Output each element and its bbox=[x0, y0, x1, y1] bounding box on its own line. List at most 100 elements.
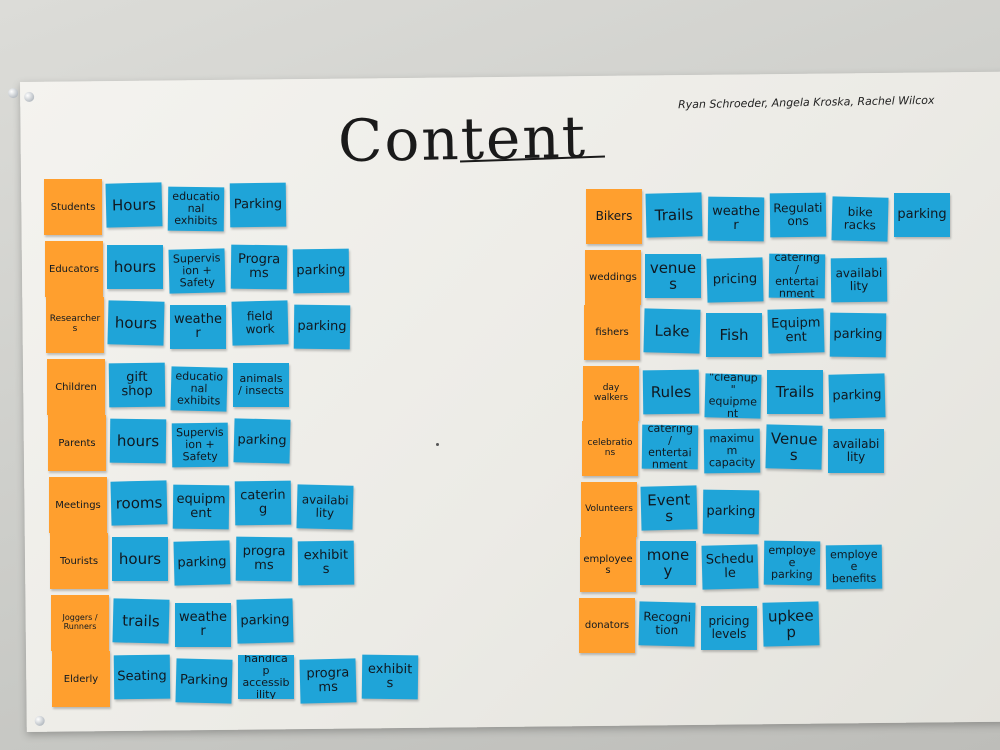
persona-label: celebrations bbox=[587, 437, 633, 458]
content-label: field work bbox=[245, 308, 275, 337]
content-label: Supervision + Safety bbox=[176, 425, 224, 464]
content-label: animals / insects bbox=[238, 371, 284, 397]
content-note: field work bbox=[231, 300, 289, 346]
content-note: pricing bbox=[706, 257, 764, 303]
content-label: Equipment bbox=[771, 315, 821, 346]
content-note: catering / entertainment bbox=[641, 424, 699, 470]
persona-label: donators bbox=[584, 620, 630, 631]
content-note: upkeep bbox=[762, 601, 820, 647]
content-label: money bbox=[646, 545, 690, 580]
content-note: availability bbox=[830, 257, 888, 303]
content-note: trails bbox=[112, 598, 170, 644]
content-note: gift shop bbox=[108, 362, 166, 408]
persona-label: employees bbox=[583, 553, 633, 576]
content-note: Venues bbox=[765, 424, 823, 470]
content-note: parking bbox=[894, 193, 950, 237]
persona-note: day walkers bbox=[583, 366, 639, 421]
content-note: Equipment bbox=[767, 308, 825, 354]
content-label: hours bbox=[118, 549, 162, 568]
content-label: handicap accessibility bbox=[242, 655, 290, 699]
content-note: maximum capacity bbox=[703, 428, 761, 474]
content-label: Parking bbox=[179, 672, 229, 689]
persona-label: day walkers bbox=[593, 382, 629, 403]
content-label: Lake bbox=[654, 321, 690, 341]
content-note: exhibits bbox=[361, 654, 419, 700]
persona-label: Joggers / Runners bbox=[62, 613, 98, 631]
persona-note: Elderly bbox=[52, 651, 110, 707]
content-label: parking bbox=[240, 612, 290, 629]
content-note: Hours bbox=[105, 182, 163, 228]
content-label: employee benefits bbox=[830, 547, 878, 586]
content-label: Supervision + Safety bbox=[172, 251, 221, 290]
pushpin-icon bbox=[8, 88, 19, 99]
content-note: handicap accessibility bbox=[238, 655, 294, 699]
content-label: Regulations bbox=[773, 200, 823, 229]
content-note: Supervision + Safety bbox=[171, 422, 229, 468]
content-label: parking bbox=[297, 318, 347, 335]
content-label: equipment bbox=[176, 491, 226, 522]
persona-note: Parents bbox=[48, 415, 106, 471]
content-label: parking bbox=[832, 387, 882, 404]
content-label: parking bbox=[237, 432, 287, 449]
content-label: exhibits bbox=[303, 547, 349, 578]
persona-note: donators bbox=[579, 598, 635, 653]
content-note: hours bbox=[107, 300, 165, 346]
content-note: animals / insects bbox=[233, 363, 289, 407]
content-label: catering / entertainment bbox=[774, 253, 821, 299]
content-label: employee parking bbox=[768, 543, 816, 582]
content-label: bike racks bbox=[843, 204, 877, 233]
content-note: Recognition bbox=[638, 601, 696, 647]
persona-label: Educators bbox=[49, 263, 99, 275]
content-note: hours bbox=[107, 245, 163, 289]
content-note: Regulations bbox=[769, 192, 827, 238]
persona-label: Bikers bbox=[595, 208, 633, 223]
persona-label: weddings bbox=[589, 272, 637, 283]
content-label: pricing levels bbox=[708, 613, 750, 641]
content-note: rooms bbox=[110, 480, 168, 526]
persona-note: Students bbox=[44, 179, 102, 235]
content-note: Lake bbox=[643, 308, 701, 354]
persona-note: Meetings bbox=[49, 477, 107, 533]
content-note: Rules bbox=[642, 369, 700, 415]
content-label: upkeep bbox=[767, 605, 814, 642]
content-note: equipment bbox=[172, 484, 230, 530]
center-mark bbox=[436, 443, 439, 446]
content-note: parking bbox=[292, 248, 350, 294]
content-note: educational exhibits bbox=[170, 366, 228, 412]
content-label: weather bbox=[174, 311, 222, 341]
content-note: parking bbox=[702, 489, 760, 535]
persona-note: weddings bbox=[585, 250, 641, 305]
content-note: money bbox=[640, 541, 696, 585]
content-note: exhibits bbox=[297, 540, 355, 586]
pushpin-icon bbox=[24, 91, 35, 102]
content-label: parking bbox=[296, 262, 346, 279]
content-note: parking bbox=[233, 418, 291, 464]
persona-note: celebrations bbox=[582, 421, 638, 476]
content-note: Seating bbox=[113, 654, 171, 700]
content-label: exhibits bbox=[367, 661, 413, 692]
persona-label: Students bbox=[50, 201, 96, 213]
content-label: weather bbox=[179, 609, 227, 639]
content-label: parking bbox=[833, 326, 883, 343]
content-label: maximum capacity bbox=[708, 431, 756, 470]
content-note: Trails bbox=[767, 370, 823, 414]
content-note: weather bbox=[170, 305, 226, 349]
content-label: Venues bbox=[770, 428, 818, 465]
content-note: Schedule bbox=[701, 544, 759, 590]
content-label: Parking bbox=[233, 196, 283, 213]
content-label: Fish bbox=[719, 325, 749, 344]
content-note: Programs bbox=[230, 244, 288, 290]
content-label: Rules bbox=[650, 382, 692, 401]
content-note: parking bbox=[236, 598, 294, 644]
content-label: Schedule bbox=[705, 551, 755, 582]
content-note: hours bbox=[109, 418, 167, 464]
persona-note: Joggers / Runners bbox=[51, 595, 109, 651]
content-label: Events bbox=[647, 489, 691, 526]
content-note: availability bbox=[828, 429, 884, 473]
content-label: hours bbox=[113, 257, 157, 276]
content-label: catering / entertainment bbox=[647, 424, 694, 470]
content-label: hours bbox=[114, 313, 158, 333]
content-label: educational exhibits bbox=[172, 189, 221, 228]
persona-label: Tourists bbox=[59, 555, 99, 567]
content-note: employee benefits bbox=[825, 544, 883, 590]
